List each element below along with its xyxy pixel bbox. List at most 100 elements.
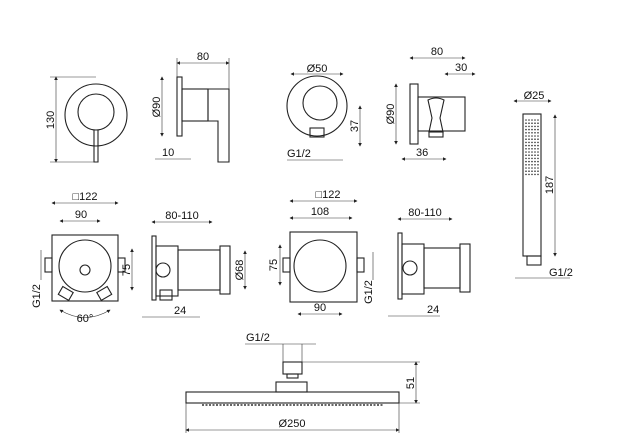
nozzle-dot (537, 125, 539, 128)
nozzle-dot (537, 164, 539, 166)
nozzle-dot (528, 157, 530, 160)
dim-box2-thread: G1/2 (363, 280, 375, 304)
nozzle-dot (534, 157, 536, 160)
nozzle-dot (525, 164, 527, 166)
dim-body2-offset: 24 (427, 304, 439, 316)
nozzle-dot (528, 160, 530, 163)
mixer-side-view: 80 Ø90 10 (151, 51, 230, 163)
nozzle-dot (534, 141, 536, 144)
nozzle-dot (537, 135, 539, 137)
nozzle-dot (537, 170, 539, 172)
holder-side-view: 80 30 Ø90 36 (385, 46, 476, 161)
dim-box1-thread: G1/2 (31, 284, 43, 308)
nozzle-dot (525, 148, 527, 150)
nozzle-dot (525, 125, 527, 128)
nozzle-dot (537, 154, 539, 156)
dim-body2-depth: 80-110 (408, 207, 441, 219)
nozzle-dot (525, 144, 527, 147)
mixer-front-view: 130 (45, 76, 128, 163)
nozzle-dot (531, 135, 533, 137)
nozzle-dot (525, 167, 527, 169)
dim-box1-width: 90 (75, 209, 87, 221)
nozzle-dot (528, 151, 530, 153)
nozzle-dot (534, 151, 536, 153)
nozzle-dot (531, 119, 533, 121)
nozzle-dot (531, 122, 533, 124)
dim-box2-height: 75 (268, 259, 280, 271)
nozzle-dot (531, 173, 533, 176)
nozzle-dot (537, 173, 539, 176)
dim-head-diameter: Ø250 (279, 418, 306, 430)
nozzle-dot (525, 170, 527, 172)
nozzle-dot (531, 141, 533, 144)
valve-body-1-side: 80-110 Ø68 24 (142, 210, 247, 318)
dim-hand-diameter: Ø25 (524, 90, 545, 102)
dim-box1-height: 75 (121, 264, 133, 276)
nozzle-dot (528, 132, 530, 134)
dim-box2-size: □122 (316, 189, 341, 201)
nozzle-dot (534, 170, 536, 172)
valve-body-2-side: 80-110 24 (388, 207, 471, 317)
nozzle-dot (528, 141, 530, 144)
nozzle-dot (531, 132, 533, 134)
nozzle-dot (537, 122, 539, 124)
nozzle-dot (528, 119, 530, 121)
nozzle-dot (534, 138, 536, 140)
nozzle-dot (525, 122, 527, 124)
dim-body1-depth: 80-110 (165, 210, 198, 222)
nozzle-dot (525, 160, 527, 163)
nozzle-dot (537, 160, 539, 163)
mounting-box-2: □122 108 75 90 G1/2 (268, 189, 375, 316)
nozzle-dot (534, 173, 536, 176)
dim-hand-length: 187 (544, 176, 556, 194)
dim-box2-top-width: 108 (311, 206, 329, 218)
dim-mixer-diameter: Ø90 (151, 97, 163, 118)
nozzle-dot (537, 144, 539, 147)
nozzle-dot (534, 144, 536, 147)
nozzle-dot (528, 144, 530, 147)
nozzle-dot (534, 164, 536, 166)
nozzle-dot (534, 119, 536, 121)
nozzle-dot (531, 160, 533, 163)
nozzle-dot (528, 173, 530, 176)
nozzle-dot (534, 167, 536, 169)
dim-holder-offset: 36 (416, 147, 428, 159)
dim-head-thread: G1/2 (246, 332, 270, 344)
nozzle-dot (537, 119, 539, 121)
dim-box1-size: □122 (73, 191, 98, 203)
nozzle-dot (528, 148, 530, 150)
dim-mixer-plate: 10 (162, 147, 174, 159)
nozzle-dot (528, 135, 530, 137)
nozzle-dot (534, 154, 536, 156)
nozzle-dot (525, 154, 527, 156)
nozzle-dot (537, 141, 539, 144)
nozzle-dot (537, 148, 539, 150)
nozzle-dot (531, 128, 533, 131)
nozzle-dot (525, 138, 527, 140)
nozzle-dot (531, 167, 533, 169)
dim-head-height: 51 (405, 377, 417, 389)
nozzle-dot (525, 119, 527, 121)
nozzle-dot (537, 167, 539, 169)
dim-outlet-diameter: Ø50 (307, 63, 328, 75)
nozzle-dot (531, 125, 533, 128)
nozzle-dot (534, 125, 536, 128)
dim-outlet-thread: G1/2 (287, 148, 311, 160)
nozzle-dot (531, 157, 533, 160)
nozzle-dot (534, 128, 536, 131)
nozzle-dot (525, 141, 527, 144)
nozzle-dot (531, 151, 533, 153)
nozzle-dot (534, 132, 536, 134)
nozzle-dot (534, 160, 536, 163)
nozzle-dot (528, 167, 530, 169)
nozzle-dot (528, 170, 530, 172)
nozzle-dot (528, 122, 530, 124)
dim-mixer-height: 130 (45, 111, 57, 129)
outlet-front-view: Ø50 37 G1/2 (286, 63, 362, 161)
nozzle-dot (531, 144, 533, 147)
nozzle-dot (534, 122, 536, 124)
nozzle-dot (525, 173, 527, 176)
dim-hand-thread: G1/2 (549, 267, 573, 279)
nozzle-dot (531, 164, 533, 166)
